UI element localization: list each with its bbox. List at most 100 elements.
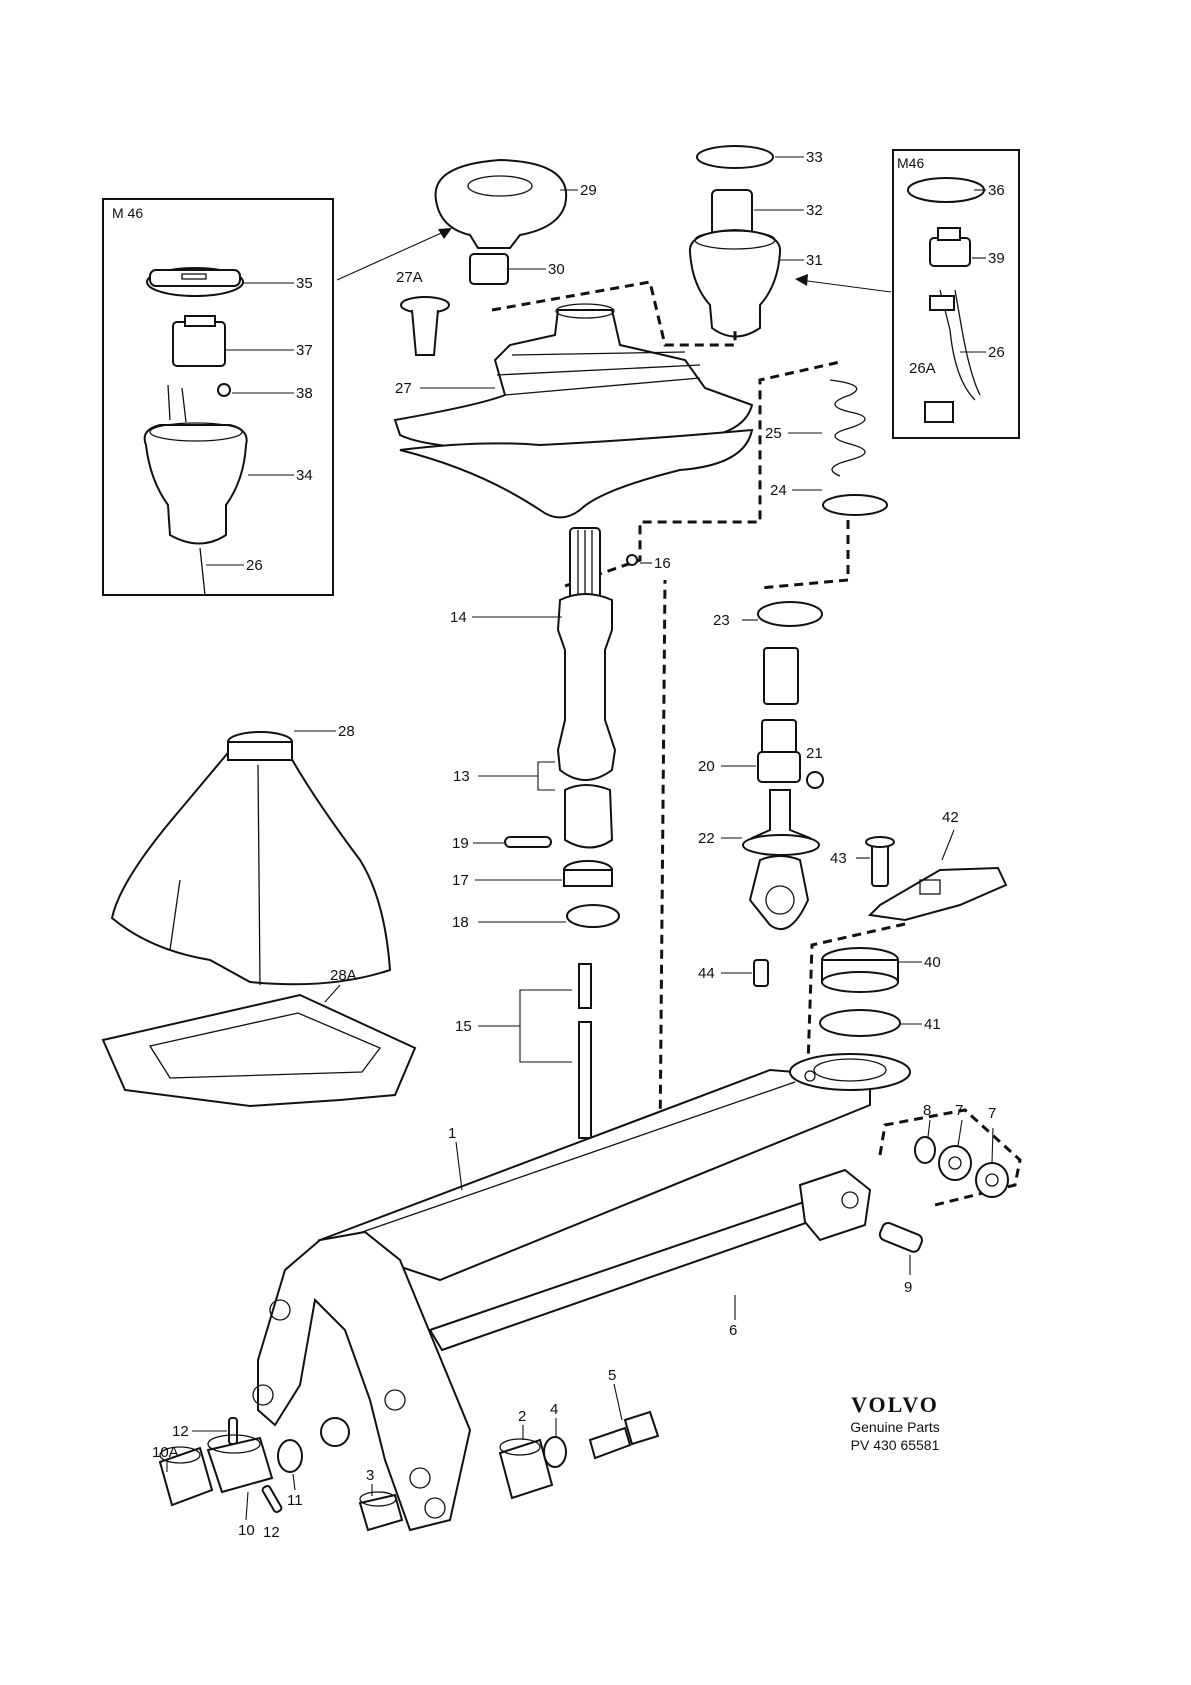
part-ball-joint [320, 1417, 350, 1447]
callout-23: 23 [713, 612, 730, 629]
part-10-bush [206, 1436, 274, 1494]
callout-34: 34 [296, 467, 313, 484]
callout-30: 30 [548, 261, 565, 278]
part-26-cable-right [939, 289, 981, 401]
callout-20: 20 [698, 758, 715, 775]
callout-6: 6 [729, 1322, 737, 1339]
callout-11: 11 [287, 1492, 303, 1509]
callout-26-left: 26 [246, 557, 263, 574]
part-12-pin-upper [228, 1417, 238, 1445]
part-21-screw [806, 771, 824, 789]
part-37-switch [172, 321, 226, 367]
callout-27: 27 [395, 380, 412, 397]
callout-10A: 10A [152, 1444, 179, 1461]
part-34-knob-housing [143, 424, 248, 545]
part-18-ring [566, 904, 620, 928]
callout-29: 29 [580, 182, 597, 199]
part-36-cap [907, 177, 985, 203]
arrow-icon [438, 228, 452, 239]
part-44-spring [753, 959, 769, 987]
inset-box-left [102, 198, 334, 596]
part-26A-connector [924, 401, 954, 423]
callout-17: 17 [452, 872, 469, 889]
part-number: PV 430 65581 [850, 1437, 940, 1453]
part-8-o-ring [914, 1136, 936, 1164]
callout-31: 31 [806, 252, 823, 269]
callout-8: 8 [923, 1102, 931, 1119]
part-1-shift-rail [317, 1068, 871, 1282]
inset-tag-left: M 46 [112, 205, 143, 221]
part-28A-frame [101, 993, 417, 1108]
callout-1: 1 [448, 1125, 456, 1142]
callout-27A: 27A [396, 269, 423, 286]
callout-42: 42 [942, 809, 959, 826]
callout-36: 36 [988, 182, 1005, 199]
part-25-spring [829, 379, 866, 477]
callout-33: 33 [806, 149, 823, 166]
part-1-carrier [257, 1230, 472, 1532]
part-7-bush-a [938, 1145, 972, 1181]
part-11-ring [277, 1439, 303, 1473]
part-1-flange [789, 1053, 911, 1091]
callout-21: 21 [806, 745, 823, 762]
callout-14: 14 [450, 609, 467, 626]
part-20-sleeve-upper [763, 647, 799, 705]
part-13-lower-tube [564, 784, 614, 849]
part-7-bush-b [975, 1162, 1009, 1198]
callout-18: 18 [452, 914, 469, 931]
callout-5: 5 [608, 1367, 616, 1384]
callout-39: 39 [988, 250, 1005, 267]
inset-box-right [892, 149, 1020, 439]
inset-tag-right: M46 [897, 155, 924, 171]
part-28-leather-boot [110, 746, 392, 986]
frame-hole [269, 1299, 291, 1321]
callout-22: 22 [698, 830, 715, 847]
part-15-clip-upper [578, 963, 592, 1009]
callout-10: 10 [238, 1522, 255, 1539]
part-4-washer [543, 1436, 567, 1468]
part-39-switch [929, 237, 971, 267]
callout-37: 37 [296, 342, 313, 359]
callout-12-lower: 12 [263, 1524, 280, 1541]
callout-43: 43 [830, 850, 847, 867]
part-27-rubber-boot [393, 309, 754, 452]
part-14-lever [556, 593, 617, 781]
part-31-knob [688, 228, 782, 338]
callout-44: 44 [698, 965, 715, 982]
part-24-circlip [822, 494, 888, 516]
part-43-bolt [871, 843, 889, 887]
part-41-ring [819, 1009, 901, 1037]
callout-16: 16 [654, 555, 671, 572]
part-9-pin [878, 1221, 923, 1253]
callout-40: 40 [924, 954, 941, 971]
callout-2: 2 [518, 1408, 526, 1425]
callout-4: 4 [550, 1401, 558, 1418]
callout-19: 19 [452, 835, 469, 852]
part-5-bolt [588, 1426, 632, 1460]
part-12-pin-lower [261, 1484, 283, 1514]
part-29-gear-knob [434, 158, 568, 249]
part-32-sleeve [711, 189, 753, 236]
callout-35: 35 [296, 275, 313, 292]
brand-block: VOLVO Genuine Parts PV 430 65581 [820, 1392, 970, 1454]
callout-9: 9 [904, 1279, 912, 1296]
brand-subtitle: Genuine Parts [850, 1419, 940, 1435]
part-23-seal [757, 601, 823, 627]
callout-7a: 7 [955, 1102, 963, 1119]
callout-24: 24 [770, 482, 787, 499]
callout-12-upper: 12 [172, 1423, 189, 1440]
callout-38: 38 [296, 385, 313, 402]
callout-41: 41 [924, 1016, 941, 1033]
callout-15: 15 [455, 1018, 472, 1035]
part-15-clip-lower [578, 1021, 592, 1139]
part-6-yoke [798, 1168, 872, 1242]
callout-13: 13 [453, 768, 470, 785]
callout-25: 25 [765, 425, 782, 442]
part-19-pin [504, 836, 552, 848]
callout-28: 28 [338, 723, 355, 740]
volvo-logo: VOLVO [851, 1392, 939, 1417]
callout-26A: 26A [909, 360, 936, 377]
callout-7b: 7 [988, 1105, 996, 1122]
callout-32: 32 [806, 202, 823, 219]
